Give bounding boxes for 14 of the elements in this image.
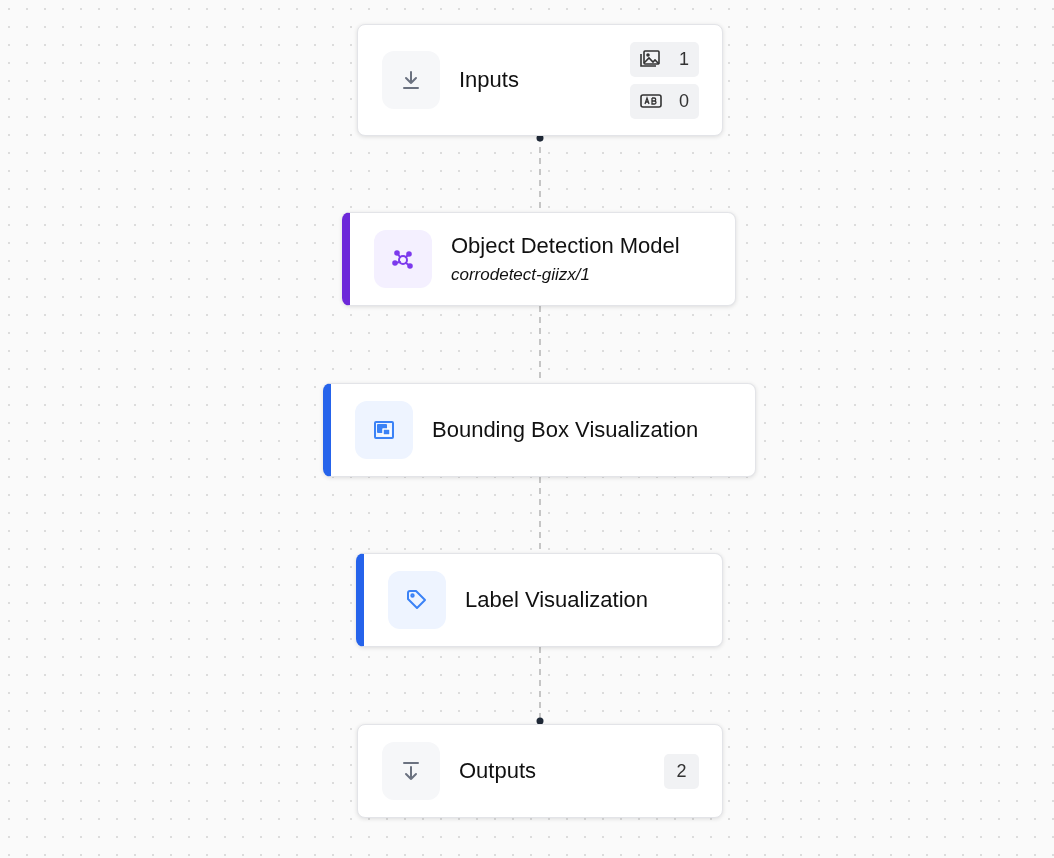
step-card	[357, 724, 723, 818]
step-card	[356, 553, 723, 647]
count-badge: 1	[630, 41, 699, 77]
step-card	[342, 212, 736, 306]
count-badge: 2	[664, 753, 699, 789]
model-id: corrodetect-giizx/1	[451, 265, 591, 285]
node-title: Bounding Box Visualization	[432, 417, 700, 443]
count-badge: 0	[630, 83, 699, 119]
node-title: Inputs	[459, 67, 520, 93]
step-card	[357, 24, 723, 136]
node-title: Label Visualization	[465, 587, 650, 613]
step-card	[323, 383, 756, 477]
node-title: Outputs	[459, 758, 538, 784]
node-title: Object Detection Model	[451, 233, 681, 259]
